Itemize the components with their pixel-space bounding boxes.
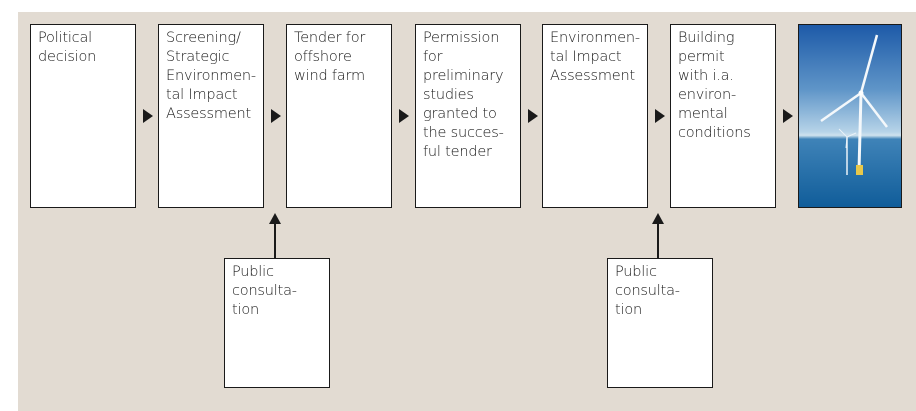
flow-arrow-6 — [783, 109, 793, 123]
offshore-wind-turbine-photo — [798, 24, 902, 208]
public-consultation-2: Public consulta- tion — [607, 258, 713, 388]
consultation-connector-2 — [657, 224, 659, 258]
step-environmental-impact-assessment: Environmen- tal Impact Assessment — [542, 24, 648, 208]
flow-arrow-5 — [655, 109, 665, 123]
flow-arrow-3 — [399, 109, 409, 123]
arrow-up-icon — [652, 213, 664, 224]
wind-turbine-icon — [799, 25, 901, 207]
arrow-up-icon — [269, 213, 281, 224]
public-consultation-1: Public consulta- tion — [224, 258, 330, 388]
step-building-permit: Building permit with i.a. environ- menta… — [670, 24, 776, 208]
step-screening-sea: Screening/ Strategic Environmen- tal Imp… — [158, 24, 264, 208]
flow-arrow-4 — [528, 109, 538, 123]
consultation-connector-1 — [274, 224, 276, 258]
flow-arrow-1 — [143, 109, 153, 123]
step-tender: Tender for offshore wind farm — [286, 24, 392, 208]
step-permission-preliminary-studies: Permission for preliminary studies grant… — [415, 24, 521, 208]
step-political-decision: Political decision — [30, 24, 136, 208]
flow-arrow-2 — [271, 109, 281, 123]
